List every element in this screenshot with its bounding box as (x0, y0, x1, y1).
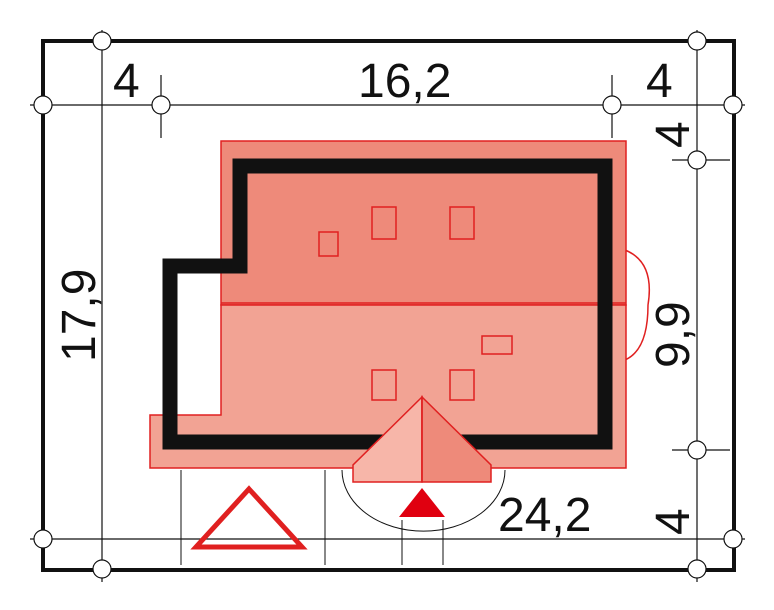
roof (149, 140, 627, 469)
dimension-markers (33, 31, 743, 579)
entrance-arrow-icon (399, 488, 445, 517)
dimension-lines (30, 30, 745, 582)
dim-top-width: 16,2 (358, 55, 451, 108)
bay-window-outline (624, 249, 651, 361)
porch-roof (352, 395, 492, 483)
access-lines (180, 469, 506, 565)
dim-bottom-width: 24,2 (498, 489, 591, 542)
access-triangle-icon (190, 485, 308, 550)
dim-left-height: 17,9 (53, 269, 106, 362)
house-walls (162, 158, 613, 450)
dim-right-top: 4 (647, 121, 700, 148)
plot-boundary (41, 39, 736, 572)
dim-top-left: 4 (113, 55, 140, 108)
dim-top-right: 4 (646, 55, 673, 108)
skylights (318, 206, 513, 401)
roof-lower-plane (149, 304, 627, 469)
dim-right-height: 9,9 (647, 301, 700, 368)
dim-bottom-right: 4 (647, 508, 700, 535)
